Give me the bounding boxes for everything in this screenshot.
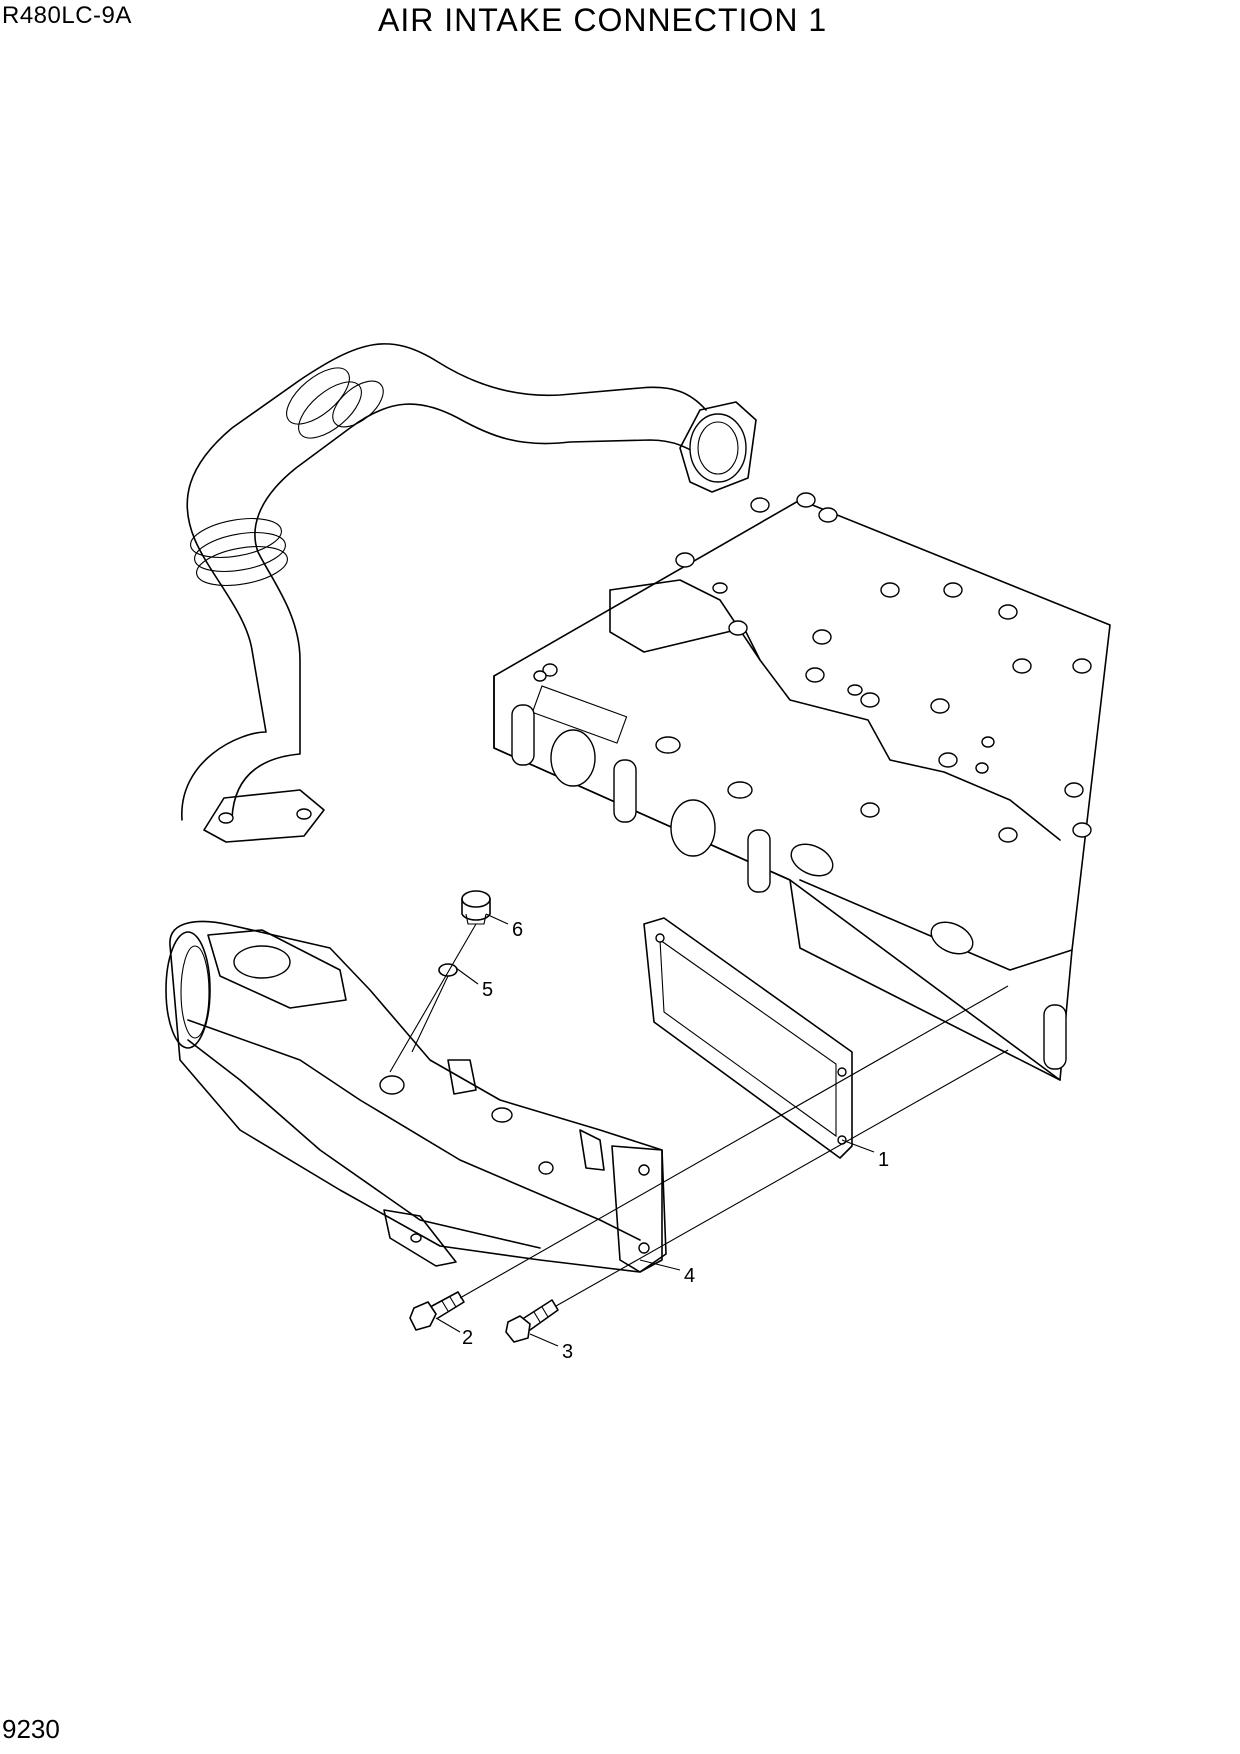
cylinder-head [493, 492, 1111, 1081]
callout-2: 2 [462, 1327, 473, 1349]
callout-5: 5 [482, 979, 493, 1001]
callout-4: 4 [684, 1265, 695, 1287]
bolt-3 [505, 1299, 559, 1343]
intake-pipe [181, 343, 757, 843]
intake-manifold [165, 920, 667, 1273]
oring-5 [438, 963, 458, 977]
model-code: R480LC-9A [2, 2, 132, 29]
callout-3: 3 [562, 1341, 573, 1363]
page-number: 9230 [2, 1714, 60, 1744]
callout-6: 6 [512, 919, 523, 941]
leader-lines [389, 913, 1009, 1347]
gasket [643, 917, 853, 1159]
page-title: AIR INTAKE CONNECTION 1 [378, 2, 828, 38]
plug-6 [461, 890, 491, 925]
bolt-2 [409, 1291, 465, 1331]
callout-1: 1 [878, 1149, 889, 1171]
